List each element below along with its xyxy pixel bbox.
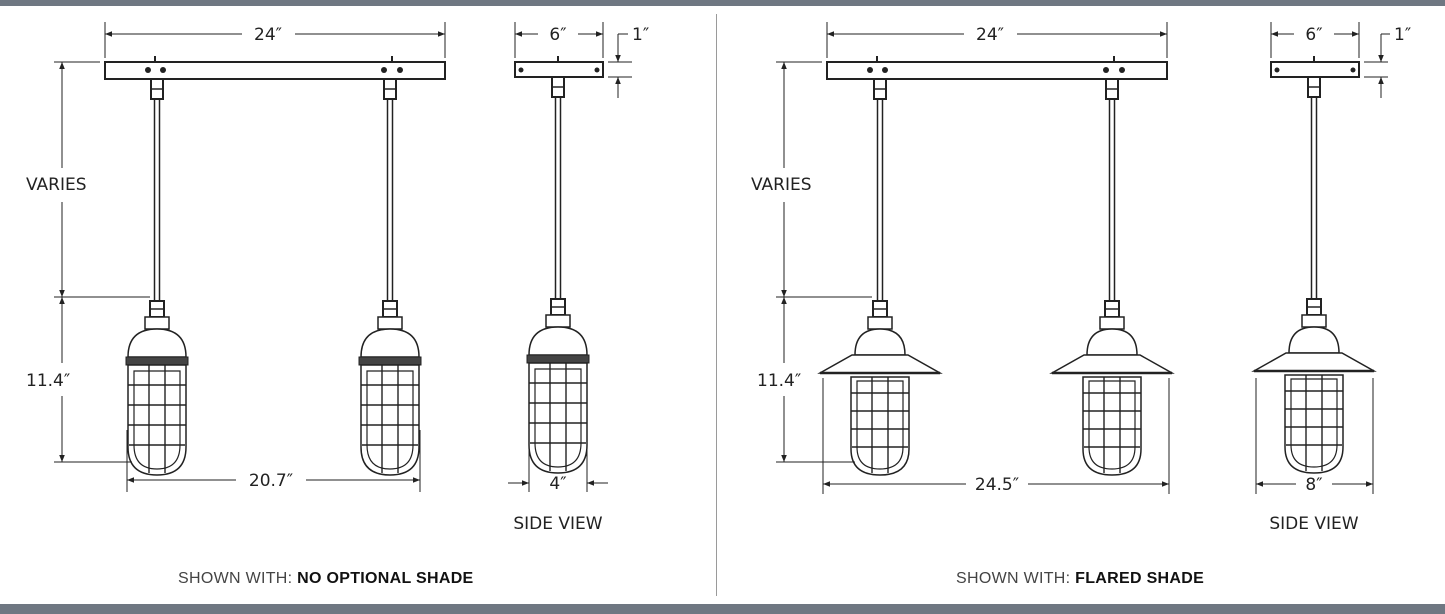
caption-value: NO OPTIONAL SHADE <box>297 570 474 587</box>
dim-canopy-width: 24″ <box>976 25 1004 45</box>
dim-spread: 20.7″ <box>249 471 293 491</box>
bottom-border-bar <box>0 604 1445 614</box>
dim-side-thickness: 1″ <box>1394 25 1411 45</box>
caption-value: FLARED SHADE <box>1075 570 1205 587</box>
dim-spread: 24.5″ <box>975 475 1019 495</box>
dim-side-width: 6″ <box>549 25 566 45</box>
caption-label: SHOWN WITH: <box>178 570 293 587</box>
caption-no-shade: SHOWN WITH: NO OPTIONAL SHADE <box>178 570 474 588</box>
dim-canopy-width: 24″ <box>254 25 282 45</box>
dim-fixture-height: 11.4″ <box>26 371 70 391</box>
dim-stem-length: VARIES <box>751 175 812 195</box>
dim-side-thickness: 1″ <box>632 25 649 45</box>
dim-side-fixture-width: 4″ <box>549 474 566 494</box>
panel-no-shade: 24″ 6″ 1″ VARIES 11.4″ 20.7″ <box>26 22 649 534</box>
pendant-left <box>818 77 942 477</box>
pendant-left <box>125 78 189 476</box>
side-view-label: SIDE VIEW <box>1269 514 1358 534</box>
pendant-side <box>526 76 590 474</box>
dim-stem-length: VARIES <box>26 175 87 195</box>
canopy-side <box>1270 61 1360 78</box>
pendant-side <box>1252 75 1376 475</box>
pendant-right <box>1050 77 1174 477</box>
dim-side-fixture-width: 8″ <box>1305 475 1322 495</box>
dim-fixture-height: 11.4″ <box>757 371 801 391</box>
panel-divider <box>716 14 717 596</box>
caption-label: SHOWN WITH: <box>956 570 1071 587</box>
dim-side-width: 6″ <box>1305 25 1322 45</box>
top-border-bar <box>0 0 1445 6</box>
canopy-front <box>104 61 446 80</box>
side-view-label: SIDE VIEW <box>513 514 602 534</box>
canopy-side <box>514 61 604 78</box>
caption-flared-shade: SHOWN WITH: FLARED SHADE <box>956 570 1204 588</box>
panel-flared-shade: 24″ 6″ 1″ VARIES 11.4″ 24.5″ <box>751 22 1411 534</box>
pendant-right <box>358 78 422 476</box>
canopy-front <box>826 61 1168 80</box>
